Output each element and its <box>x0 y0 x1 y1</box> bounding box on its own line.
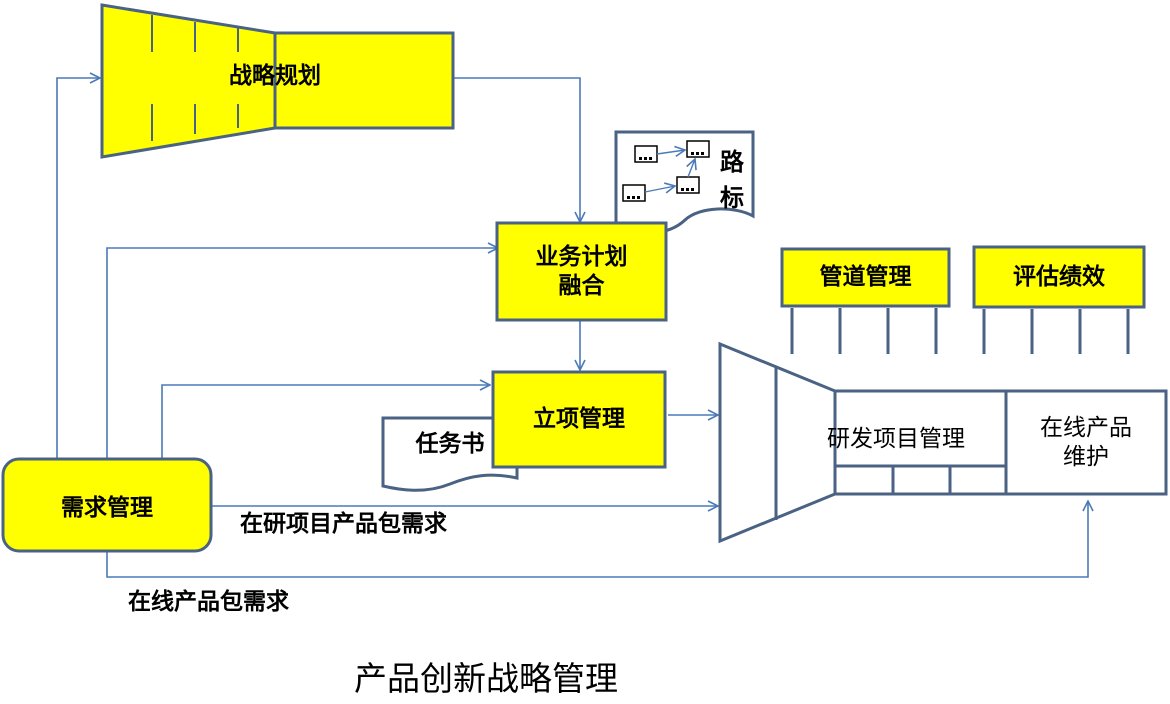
strategy-planning-shape <box>100 3 455 159</box>
business-plan-label-line2: 融合 <box>558 272 605 299</box>
pipeline-group <box>780 247 951 354</box>
performance-group <box>972 245 1146 354</box>
task-book-label: 任务书 <box>415 431 485 457</box>
business-plan-label: 业务计划 融合 <box>497 243 666 301</box>
online-maintenance-label-line2: 维护 <box>1063 443 1109 470</box>
edge-strategy-to-business-plan <box>453 77 580 222</box>
rd-project-label: 研发项目管理 <box>827 426 965 452</box>
pipeline-label: 管道管理 <box>819 264 912 290</box>
edge-req-to-project-setup <box>161 385 490 460</box>
business-plan-label-line1: 业务计划 <box>535 244 628 270</box>
project-setup-box <box>491 370 667 469</box>
roadmap-label-line2: 标 <box>720 184 744 212</box>
business-plan-box <box>495 221 668 322</box>
roadmap-label: 路 标 <box>715 144 749 216</box>
edge-req-to-business-plan <box>106 248 498 460</box>
edge-label-online-requirements: 在线产品包需求 <box>128 589 289 615</box>
diagram-title: 产品创新战略管理 <box>354 659 618 698</box>
roadmap-label-line1: 路 <box>720 148 744 176</box>
online-maintenance-label: 在线产品 维护 <box>1006 414 1166 472</box>
project-setup-label: 立项管理 <box>533 406 625 432</box>
task-book-document <box>381 416 519 492</box>
edge-req-to-strategy <box>56 78 100 460</box>
online-maintenance-label-line1: 在线产品 <box>1040 415 1132 441</box>
requirements-box <box>1 457 213 553</box>
requirements-label: 需求管理 <box>61 495 153 521</box>
rd-process-shape <box>718 341 1168 544</box>
performance-label: 评估绩效 <box>1013 264 1105 290</box>
strategy-planning-label: 战略规划 <box>229 63 321 89</box>
connector-lines <box>56 77 1088 578</box>
edge-label-in-dev-requirements: 在研项目产品包需求 <box>240 511 447 537</box>
edge-req-to-online <box>106 501 1088 578</box>
